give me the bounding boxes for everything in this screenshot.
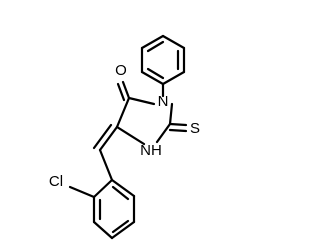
bond xyxy=(140,70,165,86)
bond xyxy=(146,67,165,80)
bond xyxy=(115,125,146,146)
bond xyxy=(111,219,130,234)
bond xyxy=(115,96,131,129)
bond xyxy=(111,185,130,201)
chlorophenyl-ring xyxy=(92,178,136,240)
bond xyxy=(92,123,113,150)
bond xyxy=(98,125,119,152)
bond xyxy=(110,178,136,198)
chlorine-atom-label: Cl xyxy=(49,173,63,190)
bond xyxy=(161,34,186,50)
bond xyxy=(161,70,186,86)
bond xyxy=(140,34,165,50)
bond xyxy=(168,122,188,127)
nitrogen-atom-label: N xyxy=(158,93,169,110)
bond xyxy=(155,122,172,144)
nh-atom-label: NH xyxy=(140,142,162,159)
bond xyxy=(92,220,114,240)
imidazolidinone-ring xyxy=(115,96,174,146)
bond xyxy=(121,80,131,100)
bond xyxy=(127,96,156,106)
bond xyxy=(92,178,114,199)
bond xyxy=(68,185,96,199)
chemical-structure: O N S NH Cl xyxy=(49,34,200,240)
bond xyxy=(146,40,165,53)
sulfur-atom-label: S xyxy=(190,120,200,137)
bond xyxy=(168,102,174,126)
phenyl-ring xyxy=(140,34,186,86)
bond xyxy=(116,82,126,102)
bond xyxy=(98,148,114,182)
bond xyxy=(168,128,188,133)
bond xyxy=(110,220,136,240)
oxygen-atom-label: O xyxy=(115,62,127,79)
